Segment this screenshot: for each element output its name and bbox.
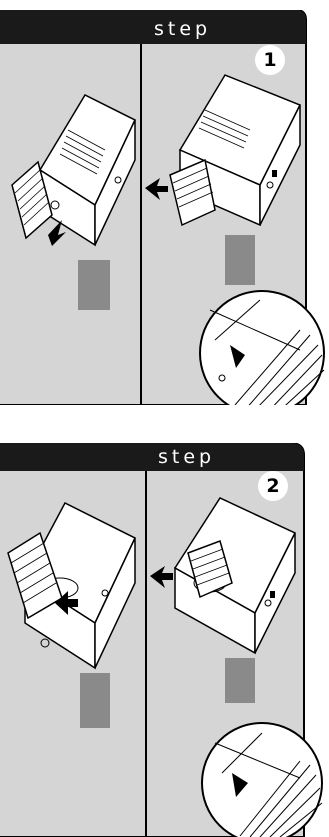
step-2-number-badge: 2	[258, 471, 288, 501]
step-1-header-bar	[0, 10, 306, 44]
zoom-detail-circle	[200, 291, 324, 405]
step-1-number-badge: 1	[255, 45, 285, 75]
step-1-panel: step 1	[0, 10, 329, 405]
step-2-header-bar	[0, 443, 304, 471]
step-2-label: step	[158, 448, 215, 467]
step-1-label: step	[154, 20, 211, 39]
step-2-panel: step 2	[0, 443, 329, 837]
zoom-detail-circle	[202, 723, 322, 837]
step-2-illustration	[0, 443, 329, 837]
